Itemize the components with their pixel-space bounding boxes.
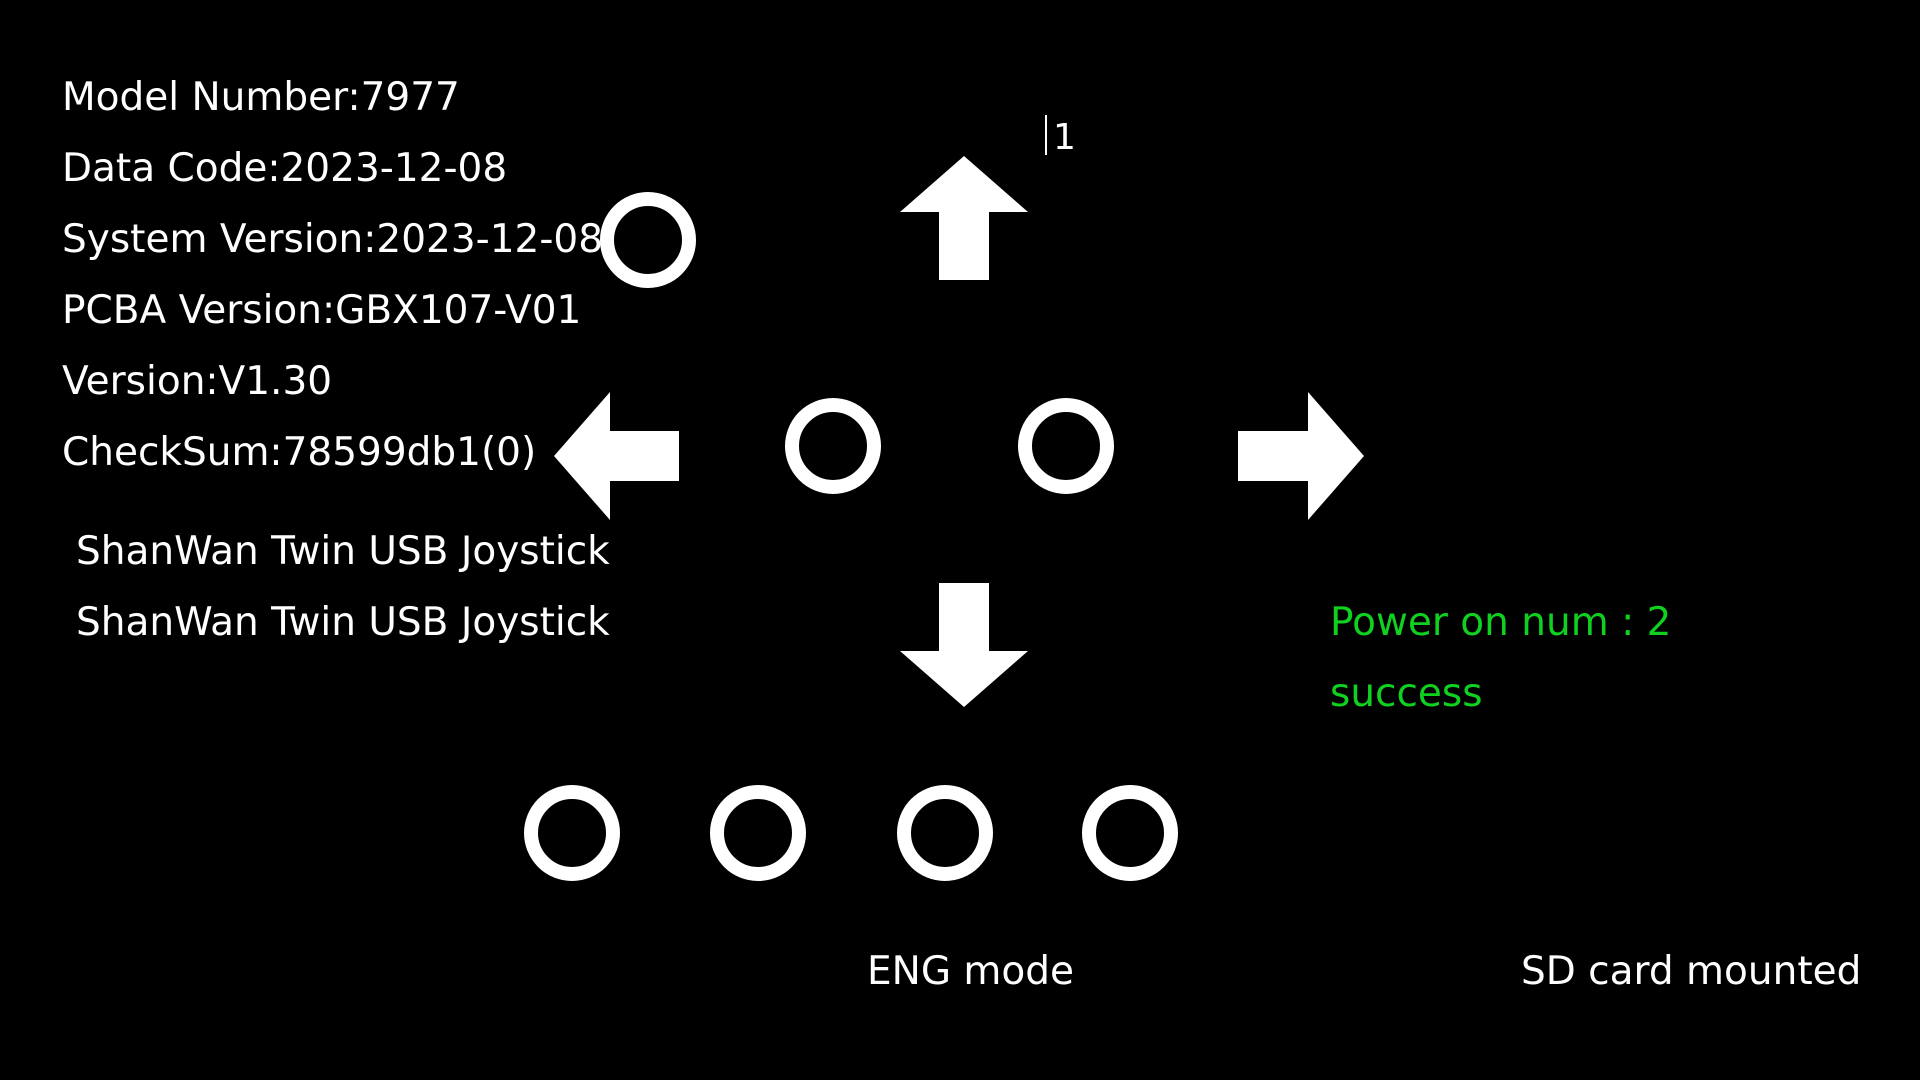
arrow-up-icon — [900, 156, 1028, 280]
version-label: Version:V1.30 — [62, 359, 333, 404]
gamepad-name-2: ShanWan Twin USB Joystick — [76, 600, 610, 645]
test-result: success — [1330, 671, 1483, 716]
gamepad-name-1: ShanWan Twin USB Joystick — [76, 529, 610, 574]
pcba-version-label: PCBA Version:GBX107-V01 — [62, 288, 582, 333]
circle-icon-center-right — [1018, 398, 1114, 494]
data-code-label: Data Code:2023-12-08 — [62, 146, 508, 191]
model-number-label: Model Number:7977 — [62, 75, 460, 120]
circle-icon-bottom-1 — [524, 785, 620, 881]
checksum-label: CheckSum:78599db1(0) — [62, 430, 537, 475]
arrow-down-icon — [900, 583, 1028, 707]
circle-icon-center-left — [785, 398, 881, 494]
circle-icon-top-left — [600, 192, 696, 288]
arrow-right-icon — [1238, 392, 1364, 520]
power-on-count: Power on num : 2 — [1330, 600, 1672, 645]
system-version-label: System Version:2023-12-08 — [62, 217, 604, 262]
circle-icon-bottom-2 — [710, 785, 806, 881]
sd-card-status: SD card mounted — [1521, 949, 1862, 994]
mode-label: ENG mode — [867, 949, 1075, 994]
circle-icon-bottom-3 — [897, 785, 993, 881]
circle-icon-bottom-4 — [1082, 785, 1178, 881]
input-cursor — [1045, 115, 1047, 155]
input-marker: 1 — [1053, 117, 1076, 158]
arrow-left-icon — [554, 392, 679, 520]
